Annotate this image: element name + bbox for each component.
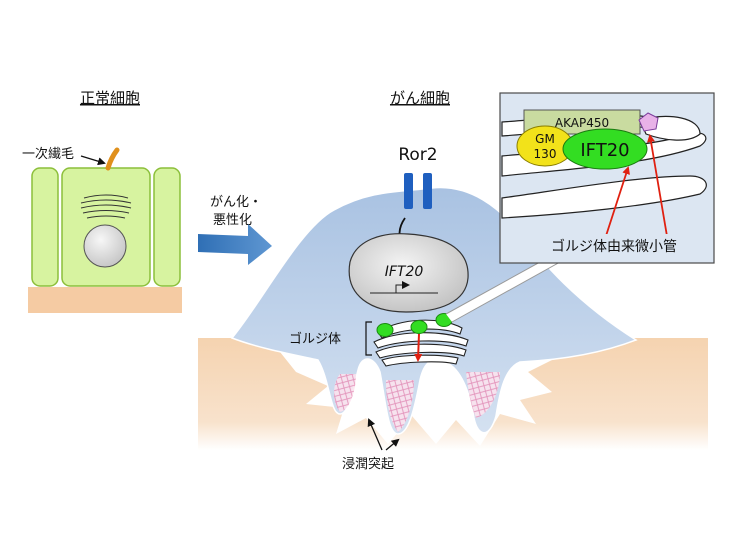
ift20-gene-label: IFT20 bbox=[385, 264, 424, 280]
invadopodia-pointer-right bbox=[385, 438, 400, 451]
akap450-label: AKAP450 bbox=[555, 116, 609, 130]
invadopodia-pointer-left bbox=[367, 418, 383, 451]
inset-panel: AKAP450 GM 130 IFT20 ゴルジ体由来微小管 bbox=[499, 92, 715, 264]
primary-cilium-label: 一次繊毛 bbox=[22, 146, 74, 162]
golgi-bracket bbox=[365, 321, 372, 356]
invadopodia bbox=[334, 372, 500, 432]
normal-golgi-icon bbox=[80, 194, 132, 219]
golgi-microtubule-red-arrow bbox=[414, 333, 423, 362]
invadopodia-label: 浸潤突起 bbox=[342, 456, 394, 472]
normal-tissue-layer bbox=[28, 287, 182, 313]
golgi-ift20-dots bbox=[376, 313, 453, 337]
ift20-protein-oval bbox=[562, 128, 648, 170]
transformation-label-line2: 悪性化 bbox=[213, 213, 252, 228]
gm130-label-line2: 130 bbox=[534, 147, 557, 161]
ror2-receptor-icon bbox=[404, 173, 432, 209]
normal-nucleus bbox=[83, 224, 127, 268]
gm130-label-line1: GM bbox=[535, 132, 555, 146]
ror2-label: Ror2 bbox=[398, 145, 437, 165]
primary-cilium-pointer bbox=[80, 155, 106, 166]
transformation-arrow-icon bbox=[198, 224, 272, 265]
microtubule-line-1 bbox=[603, 166, 630, 243]
microtubule-line-2 bbox=[647, 134, 669, 243]
normal-epithelial-cells bbox=[31, 167, 181, 287]
microtubule-nucleator-icon bbox=[638, 112, 659, 132]
ift20-protein-label: IFT20 bbox=[580, 140, 629, 161]
primary-cilium-icon bbox=[105, 147, 120, 171]
golgi-microtubule-label: ゴルジ体由来微小管 bbox=[551, 238, 677, 255]
normal-cell-title: 正常細胞 bbox=[80, 89, 140, 107]
transformation-label-line1: がん化・ bbox=[210, 195, 262, 210]
golgi-label: ゴルジ体 bbox=[289, 331, 341, 347]
cancer-cell-title: がん細胞 bbox=[390, 89, 450, 107]
cancer-nucleus bbox=[348, 233, 469, 313]
